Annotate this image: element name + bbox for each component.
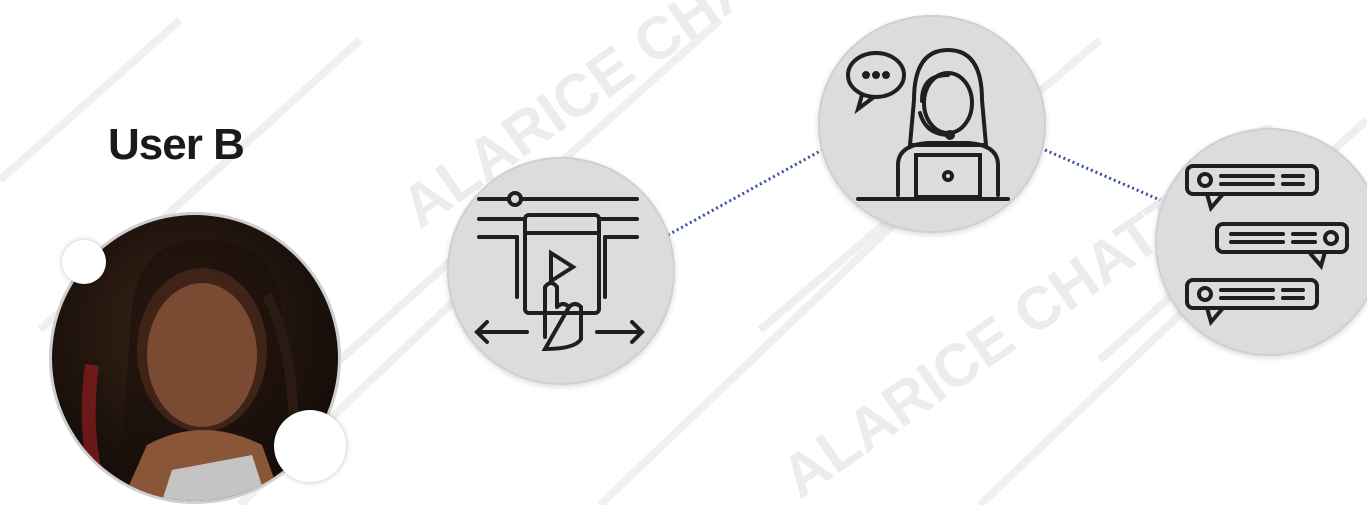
video-player-touch-icon <box>447 157 675 385</box>
support-agent-node <box>818 15 1046 233</box>
decor-circle <box>274 410 346 482</box>
connector-line <box>668 150 822 235</box>
support-agent-headset-icon <box>818 15 1046 233</box>
chat-messages-node <box>1155 128 1367 356</box>
decor-circle <box>62 240 106 284</box>
user-title: User B <box>108 120 244 170</box>
chat-messages-icon <box>1155 128 1367 356</box>
connector-line <box>1045 150 1160 200</box>
video-player-node <box>447 157 675 385</box>
